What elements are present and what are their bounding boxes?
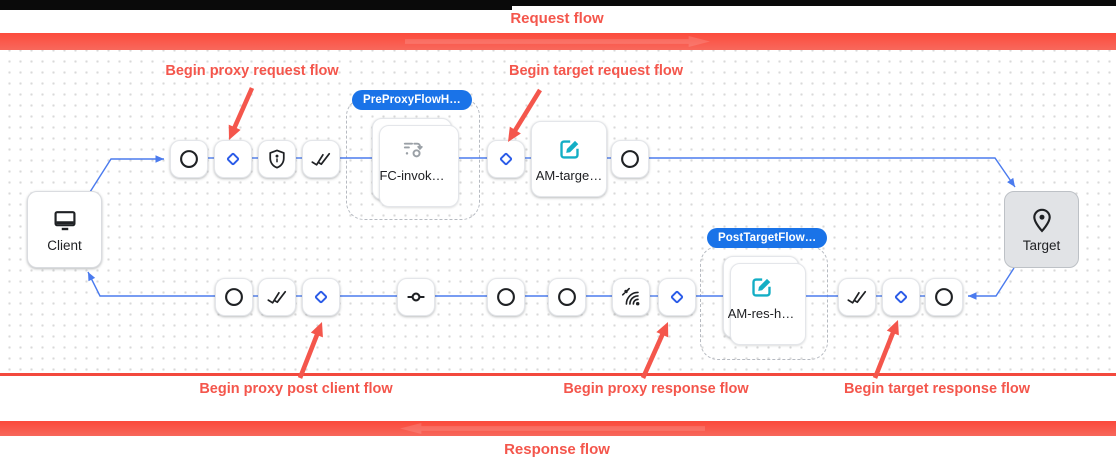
- endpoint-label: Target: [1022, 237, 1061, 253]
- double-check-icon: [310, 148, 332, 170]
- annotation-label: Begin target response flow: [843, 381, 1031, 397]
- edit-icon: [748, 274, 775, 301]
- response-flow-title: Response flow: [504, 441, 610, 458]
- browser-chrome-bar-left: [0, 0, 512, 10]
- diamond-icon: [222, 148, 244, 170]
- flow-canvas: [0, 50, 1116, 373]
- commit-icon: [405, 286, 427, 308]
- annotation-label: Begin target request flow: [508, 63, 684, 79]
- annotation-label: Begin proxy response flow: [563, 381, 749, 397]
- flow-hook-badge[interactable]: PreProxyFlowH…: [352, 90, 472, 110]
- flow-step-node[interactable]: [487, 278, 525, 316]
- pin-icon: [1029, 207, 1055, 233]
- flow-callout-icon: [399, 136, 426, 163]
- shield-icon: [266, 148, 288, 170]
- signal-icon: [620, 286, 642, 308]
- policy-node[interactable]: AM-targe…: [531, 121, 607, 197]
- response-flow-bar: [0, 421, 1116, 436]
- flow-step-node[interactable]: [302, 278, 340, 316]
- circle-icon: [556, 286, 578, 308]
- request-flow-title: Request flow: [510, 10, 604, 27]
- policy-node-label: AM-res-h…: [727, 305, 795, 321]
- diamond-icon: [310, 286, 332, 308]
- flow-step-node[interactable]: [611, 140, 649, 178]
- policy-node[interactable]: AM-res-h…: [723, 256, 806, 345]
- request-flow-bar: [0, 33, 1116, 50]
- endpoint-node-target[interactable]: Target: [1004, 191, 1079, 268]
- policy-node-label: AM-targe…: [535, 167, 603, 183]
- endpoint-node-client[interactable]: Client: [27, 191, 102, 268]
- circle-icon: [619, 148, 641, 170]
- flow-step-node[interactable]: [838, 278, 876, 316]
- monitor-icon: [52, 207, 78, 233]
- endpoint-label: Client: [47, 237, 82, 253]
- policy-node-label: FC-invok…: [379, 167, 445, 183]
- flow-step-node[interactable]: [658, 278, 696, 316]
- canvas-bottom-red-line: [0, 373, 1116, 376]
- flow-step-node[interactable]: [302, 140, 340, 178]
- circle-icon: [933, 286, 955, 308]
- circle-icon: [178, 148, 200, 170]
- annotation-label: Begin proxy request flow: [165, 63, 339, 79]
- flow-step-node[interactable]: [612, 278, 650, 316]
- flow-step-node[interactable]: [548, 278, 586, 316]
- diamond-icon: [495, 148, 517, 170]
- diamond-icon: [890, 286, 912, 308]
- diamond-icon: [666, 286, 688, 308]
- flow-step-node[interactable]: [397, 278, 435, 316]
- annotation-label: Begin proxy post client flow: [199, 381, 393, 397]
- circle-icon: [495, 286, 517, 308]
- right-arrow-icon: [405, 36, 710, 47]
- flow-step-node[interactable]: [258, 278, 296, 316]
- flow-step-node[interactable]: [215, 278, 253, 316]
- flow-step-node[interactable]: [925, 278, 963, 316]
- flow-step-node[interactable]: [882, 278, 920, 316]
- double-check-icon: [266, 286, 288, 308]
- policy-node[interactable]: FC-invok…: [372, 118, 459, 207]
- flow-step-node[interactable]: [170, 140, 208, 178]
- double-check-icon: [846, 286, 868, 308]
- flow-step-node[interactable]: [258, 140, 296, 178]
- flow-hook-badge[interactable]: PostTargetFlow…: [707, 228, 828, 248]
- flow-step-node[interactable]: [487, 140, 525, 178]
- browser-chrome-bar-right: [512, 0, 1116, 6]
- circle-icon: [223, 286, 245, 308]
- edit-icon: [556, 136, 583, 163]
- flow-step-node[interactable]: [214, 140, 252, 178]
- left-arrow-icon: [400, 423, 705, 434]
